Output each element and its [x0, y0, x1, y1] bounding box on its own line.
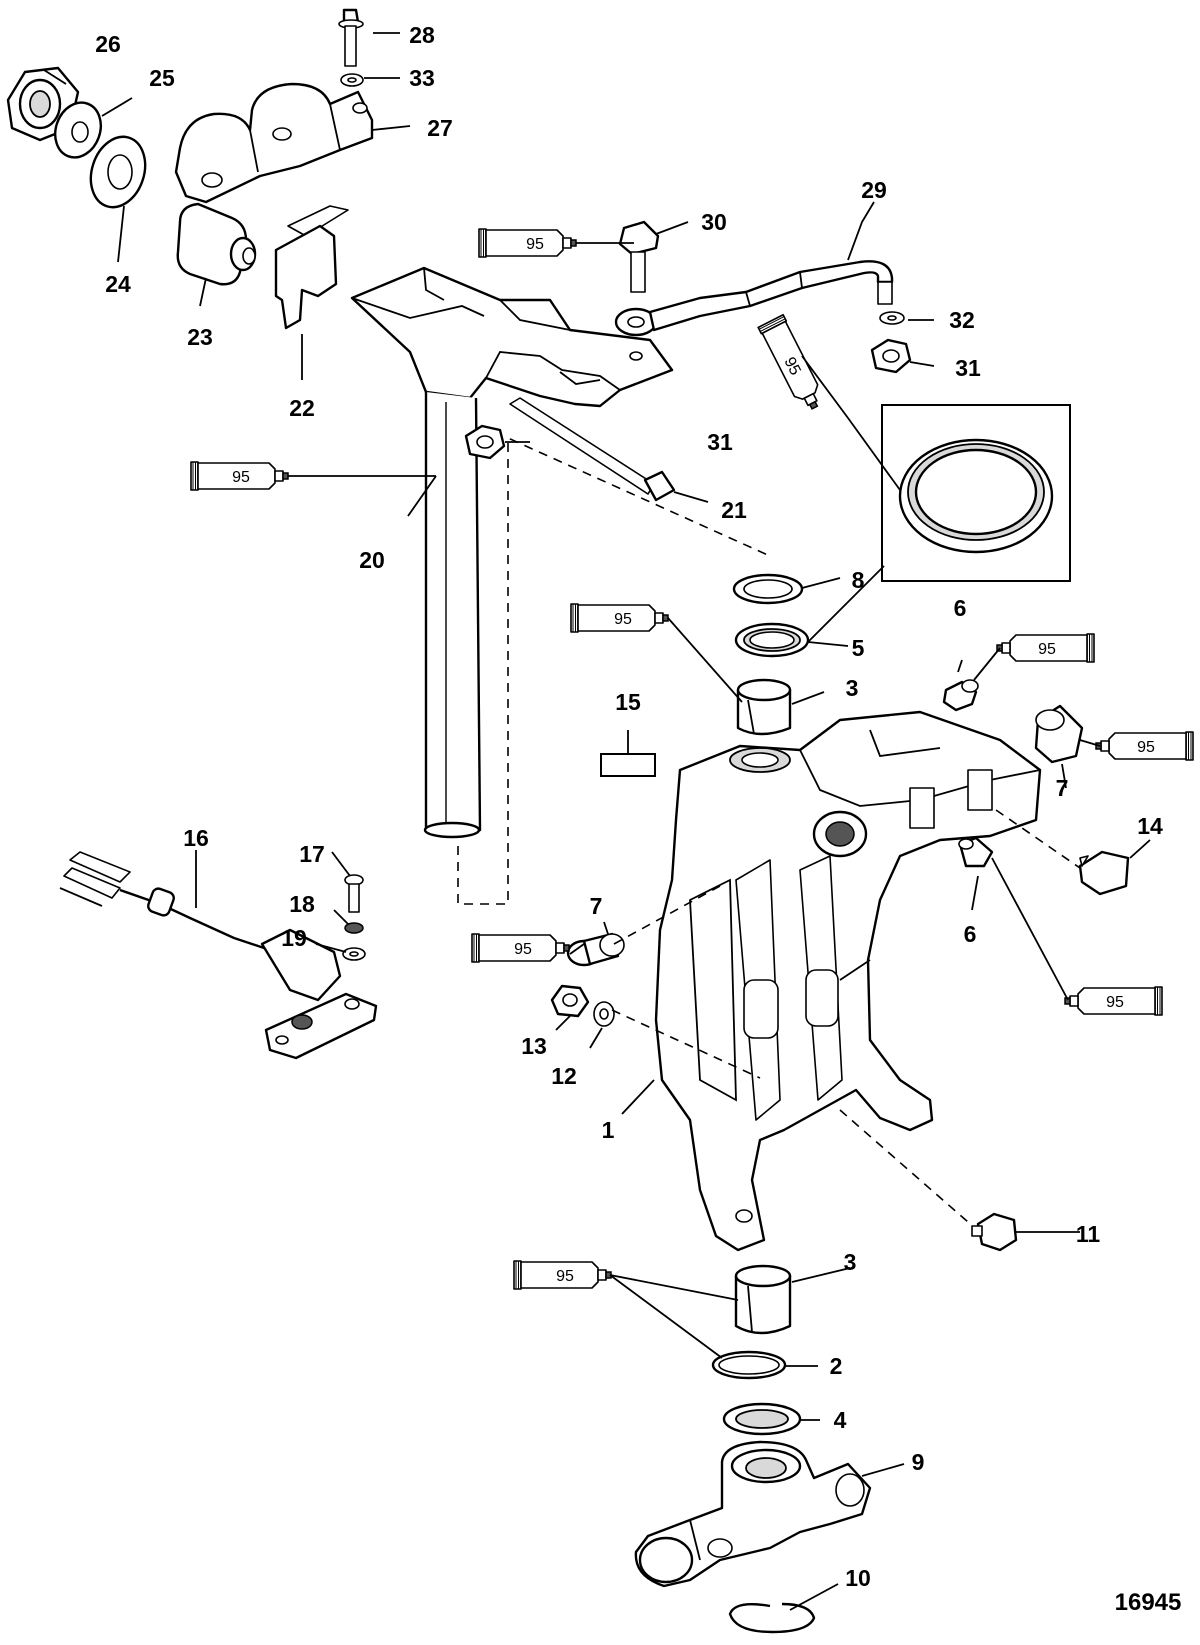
part-31-nut-upper	[870, 338, 912, 374]
sealant-tube-5: 95	[996, 633, 1095, 663]
svg-text:95: 95	[526, 236, 544, 253]
callout-24: 24	[105, 271, 131, 297]
callout-9: 9	[912, 1449, 925, 1475]
part-12-washer	[593, 1001, 615, 1027]
svg-text:95: 95	[780, 355, 803, 379]
callout-3-lower: 3	[844, 1249, 857, 1275]
part-31-nut-lower	[464, 424, 506, 460]
callout-5: 5	[852, 635, 865, 661]
callout-14: 14	[1137, 813, 1163, 839]
part-19-washer	[342, 947, 366, 961]
callout-19: 19	[281, 925, 307, 951]
sealant-tube-9: 95	[513, 1260, 612, 1290]
callout-3-upper: 3	[846, 675, 859, 701]
sealant-tube-4: 95	[570, 603, 669, 633]
part-11-screw	[971, 1212, 1018, 1252]
part-29-link-rod	[614, 260, 894, 337]
part-15-decal	[600, 753, 656, 777]
svg-text:95: 95	[1106, 994, 1124, 1011]
sealant-tube-10	[0, 0, 97, 14]
callout-6-lower: 6	[964, 921, 977, 947]
callout-27: 27	[427, 115, 453, 141]
callout-33: 33	[409, 65, 435, 91]
part-14-bolt	[1078, 850, 1130, 896]
sealant-tube-6: 95	[1095, 731, 1194, 761]
sealant-tube-2: 95	[190, 461, 289, 491]
part-18-washer	[344, 922, 364, 934]
part-10-snap-ring	[728, 1602, 816, 1634]
svg-text:95: 95	[1038, 641, 1056, 658]
part-1-swivel-bracket	[654, 710, 1042, 1252]
callout-1: 1	[602, 1117, 615, 1143]
figure-reference-number: 16945	[1115, 1589, 1182, 1616]
part-6-fitting-upper	[942, 679, 979, 712]
part-3-bushing-lower	[734, 1264, 792, 1335]
part-30-bolt	[618, 220, 660, 293]
part-13-nut	[550, 984, 590, 1018]
svg-text:95: 95	[232, 469, 250, 486]
part-20-steering-arm	[350, 266, 674, 839]
leader-lines	[43, 32, 1151, 1611]
callout-31-lower: 31	[707, 429, 733, 455]
part-16-sender	[59, 851, 378, 1060]
part-5-seal	[734, 622, 810, 658]
callout-32: 32	[949, 307, 975, 333]
part-28-bolt	[338, 8, 364, 67]
callout-8: 8	[852, 567, 865, 593]
part-27-clamp	[174, 82, 374, 204]
callout-labels: 28 33 26 25 27 24 23 22 30 29 32 31 31 2…	[95, 22, 1181, 1616]
part-22-plate	[274, 205, 349, 330]
callout-11: 11	[1076, 1221, 1101, 1247]
part-7-bushing-right	[1034, 704, 1084, 764]
part-23-mount	[176, 202, 257, 286]
callout-6-upper: 6	[954, 595, 967, 621]
sealant-tube-8: 95	[1064, 986, 1163, 1016]
callout-7-right: 7	[1056, 775, 1069, 801]
part-21-bolt	[509, 397, 676, 502]
part-8-washer	[732, 573, 804, 605]
callout-22: 22	[289, 395, 315, 421]
part-6-fitting-lower	[958, 836, 994, 868]
callout-2: 2	[830, 1353, 843, 1379]
callout-25: 25	[149, 65, 175, 91]
callout-12: 12	[551, 1063, 577, 1089]
part-9-yoke	[634, 1440, 872, 1588]
svg-text:95: 95	[556, 1268, 574, 1285]
callout-15: 15	[615, 689, 641, 715]
detail-inset-seal	[881, 404, 1071, 582]
svg-text:95: 95	[514, 941, 532, 958]
part-24-bushing	[89, 135, 147, 209]
callout-31-upper: 31	[955, 355, 981, 381]
callout-13: 13	[521, 1033, 547, 1059]
sealant-tube-7: 95	[471, 933, 570, 963]
callout-30: 30	[701, 209, 727, 235]
svg-text:95: 95	[1137, 739, 1155, 756]
callout-23: 23	[187, 324, 213, 350]
part-3-bushing-upper	[736, 678, 792, 736]
callout-21: 21	[721, 497, 747, 523]
part-17-screw	[344, 874, 364, 913]
callout-26: 26	[95, 31, 121, 57]
part-33-washer	[340, 73, 364, 87]
part-32-washer	[879, 311, 905, 325]
callout-28: 28	[409, 22, 435, 48]
sealant-tube-1: 95	[478, 228, 577, 258]
callout-7-left: 7	[590, 893, 603, 919]
sealant-tube-3: 95	[757, 313, 828, 415]
part-7-bushing-left	[566, 932, 625, 967]
part-2-ring	[711, 1350, 787, 1380]
callout-4: 4	[834, 1407, 847, 1433]
callout-20: 20	[359, 547, 385, 573]
svg-text:95: 95	[614, 611, 632, 628]
callout-10: 10	[845, 1565, 871, 1591]
callout-17: 17	[299, 841, 325, 867]
callout-18: 18	[289, 891, 315, 917]
alignment-lines	[457, 436, 1081, 1223]
part-25-washer	[54, 101, 102, 159]
callout-16: 16	[183, 825, 209, 851]
part-4-washer	[722, 1402, 802, 1436]
callout-29: 29	[861, 177, 887, 203]
